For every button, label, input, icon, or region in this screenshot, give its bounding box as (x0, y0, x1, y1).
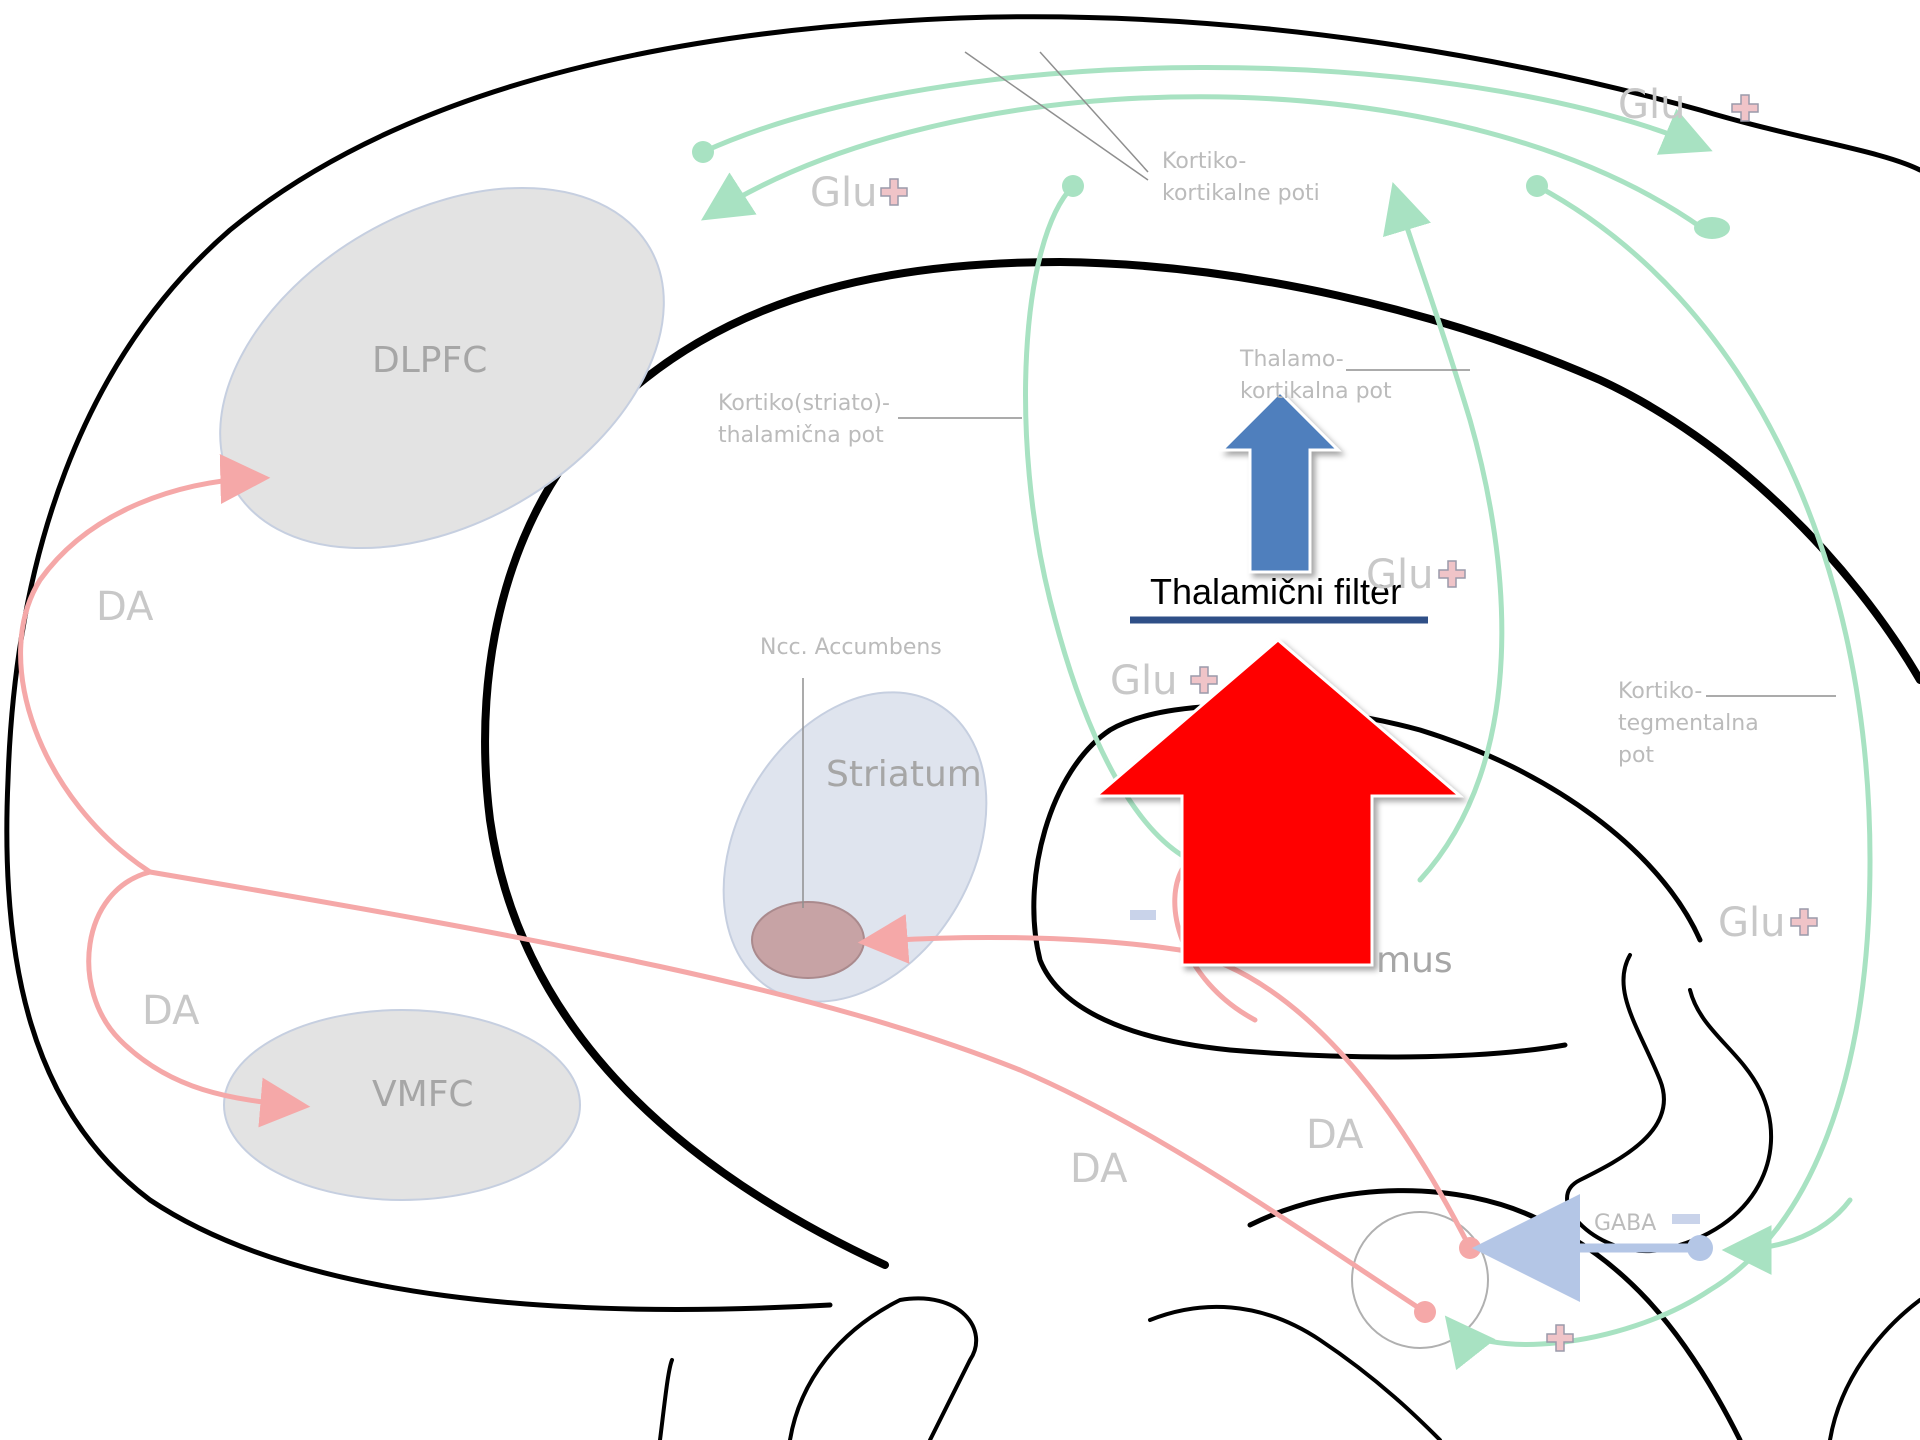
vmfc-region (223, 1009, 581, 1201)
glu-label: Glu (1618, 82, 1685, 128)
da-label: DA (1306, 1112, 1364, 1158)
cortico-cortical-label: Kortiko- kortikalne poti (1162, 149, 1320, 206)
cortico-striato-thalamic-path (1023, 183, 1223, 873)
leader-line (1039, 51, 1149, 173)
thalamic-filter-group: Thalamični filter (1091, 389, 1465, 967)
cortico-tegmental-label: Kortiko- tegmentalna pot (1618, 679, 1766, 768)
plus-icon (1731, 94, 1759, 122)
dlpfc-label: DLPFC (372, 340, 487, 381)
accumbens-region (751, 901, 865, 979)
glu-node (1526, 175, 1548, 197)
label-line: Kortiko- (1618, 679, 1702, 704)
label-line: pot (1618, 743, 1654, 768)
mesolimbic-main-path (147, 869, 1428, 1315)
striatum-region (722, 691, 988, 1003)
mesolimbic-accumbens-path (857, 913, 1473, 1251)
striatum-label: Striatum (826, 754, 982, 795)
label-line: thalamična pot (718, 423, 884, 448)
neurotransmitter-labels: Glu Glu Glu Glu Glu DA DA DA DA GABA (96, 82, 1785, 1236)
thalamus-label-fragment: mus (1376, 940, 1453, 981)
blue-output-arrow (1218, 389, 1342, 574)
fornix-curve (1565, 953, 1774, 1254)
plus-icon (1790, 908, 1818, 936)
glu-node (692, 141, 714, 163)
da-label: DA (1070, 1146, 1128, 1192)
cortico-cortical-path-lower (700, 94, 1705, 231)
brainstem-right (1828, 1298, 1920, 1440)
corpus-callosum-upper (481, 257, 1920, 1269)
red-input-arrow (1091, 638, 1465, 967)
minus-icon (1130, 910, 1156, 920)
leader-line (964, 51, 1149, 181)
plus-icon (1546, 1324, 1574, 1352)
label-line: Kortiko- (1162, 149, 1246, 174)
brainstem-left (1148, 1304, 1442, 1440)
thalamo-cortical-label: Thalamo- kortikalna pot (1239, 347, 1392, 404)
dopamine-nodes (1414, 1237, 1481, 1323)
thalamo-cortical-path (1383, 182, 1505, 883)
optic-fragment (658, 1358, 674, 1440)
da-label: DA (96, 584, 154, 630)
label-line: Thalamo- (1239, 347, 1344, 372)
label-line: kortikalna pot (1240, 379, 1392, 404)
plus-icon (1190, 666, 1218, 694)
glu-node (1062, 175, 1084, 197)
label-line: tegmentalna (1618, 711, 1759, 736)
tegmental-branch-path (1721, 1197, 1853, 1275)
glutamate-pathways (700, 65, 1873, 1371)
corpus-callosum-lower (1031, 703, 1703, 1060)
plus-icon (880, 178, 908, 206)
da-node (1459, 1237, 1481, 1259)
gaba-node (1687, 1235, 1713, 1261)
gaba-label: GABA (1594, 1211, 1656, 1236)
da-node (1414, 1301, 1436, 1323)
glu-node (1694, 217, 1730, 239)
cortico-striato-thalamic-label: Kortiko(striato)- thalamična pot (718, 391, 897, 448)
brain-regions (219, 186, 1489, 1349)
accumbens-label: Ncc. Accumbens (760, 635, 942, 660)
glutamate-nodes (692, 141, 1730, 239)
minus-icon (1672, 1214, 1700, 1224)
glu-label: Glu (810, 170, 877, 216)
minus-icons (1130, 910, 1700, 1224)
plus-icon (1438, 560, 1466, 588)
label-line: kortikalne poti (1162, 181, 1320, 206)
mesocortical-dlpfc-path (18, 454, 271, 875)
mesocortical-vmfc-path (86, 869, 311, 1128)
pituitary-stalk (788, 1296, 979, 1440)
vmfc-label: VMFC (372, 1074, 474, 1115)
da-label: DA (142, 988, 200, 1034)
outer-cortex-outline (4, 14, 1920, 1312)
gaba-pathway (1472, 1194, 1713, 1302)
sign-icons (880, 94, 1818, 1352)
cortico-cortical-path-upper (700, 65, 1713, 155)
filter-label: Thalamični filter (1150, 571, 1402, 612)
label-line: Kortiko(striato)- (718, 391, 890, 416)
glu-label: Glu (1366, 552, 1433, 598)
glu-label: Glu (1110, 658, 1177, 704)
region-labels: DLPFC VMFC Striatum Ncc. Accumbens mus (372, 340, 1453, 1115)
leader-lines (802, 51, 1836, 908)
cortico-tegmental-path (1444, 183, 1873, 1371)
glu-label: Glu (1718, 900, 1785, 946)
pathway-labels: Kortiko- kortikalne poti Thalamo- kortik… (718, 149, 1766, 768)
